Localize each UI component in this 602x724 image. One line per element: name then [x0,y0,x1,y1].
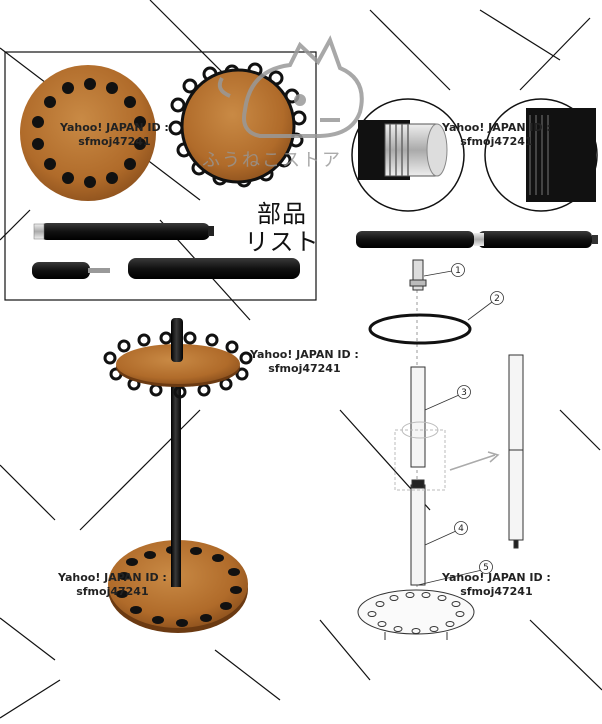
thread-closeup-right [484,98,598,212]
watermark-line-2: sfmoj47241 [78,135,151,148]
callout-2: 2 [467,291,504,321]
watermark-line-2: sfmoj47241 [460,135,533,148]
callout-label: 3 [461,388,467,398]
watermark-line-2: sfmoj47241 [460,585,533,598]
watermark-line-1: Yahoo! JAPAN ID : [442,121,551,134]
watermark-line-2: sfmoj47241 [268,362,341,375]
callout-markers: 1 2 3 4 5 [417,263,504,586]
callout-4: 4 [424,521,468,546]
callout-3: 3 [424,385,471,411]
watermark-bottom-left: Yahoo! JAPAN ID : sfmoj47241 [58,571,167,599]
watermark-line-1: Yahoo! JAPAN ID : [442,571,551,584]
watermark-center: Yahoo! JAPAN ID : sfmoj47241 [250,348,359,376]
watermark-top-left: Yahoo! JAPAN ID : sfmoj47241 [60,121,169,149]
watermark-line-1: Yahoo! JAPAN ID : [250,348,359,361]
callout-1: 1 [423,263,465,277]
parts-list-title: 部品 リスト [236,200,328,256]
parts-title-line-1: 部品 [257,200,307,228]
wooden-base-part [20,65,156,201]
assembled-rod-stand [103,318,253,633]
thread-closeup-left [351,98,465,212]
assembly-diagram [357,259,524,640]
callout-5: 5 [417,560,493,586]
callout-label: 2 [494,294,500,304]
watermark-line-1: Yahoo! JAPAN ID : [58,571,167,584]
callout-label: 1 [455,266,461,276]
shop-logo-text: ふうねこストア [202,150,342,171]
watermark-line-1: Yahoo! JAPAN ID : [60,121,169,134]
watermark-line-2: sfmoj47241 [76,585,149,598]
pole-pair-thread [356,231,598,248]
watermark-top-right: Yahoo! JAPAN ID : sfmoj47241 [442,121,551,149]
handle-screw-part [32,262,110,279]
callout-label: 5 [483,563,489,573]
watermark-bottom-right: Yahoo! JAPAN ID : sfmoj47241 [442,571,551,599]
shop-logo-cat-icon [217,35,364,138]
parts-title-line-2: リスト [244,228,320,256]
callout-label: 4 [458,524,464,534]
pole-part-2 [128,258,300,279]
pole-part-1 [33,223,214,240]
parts-box [4,51,317,301]
